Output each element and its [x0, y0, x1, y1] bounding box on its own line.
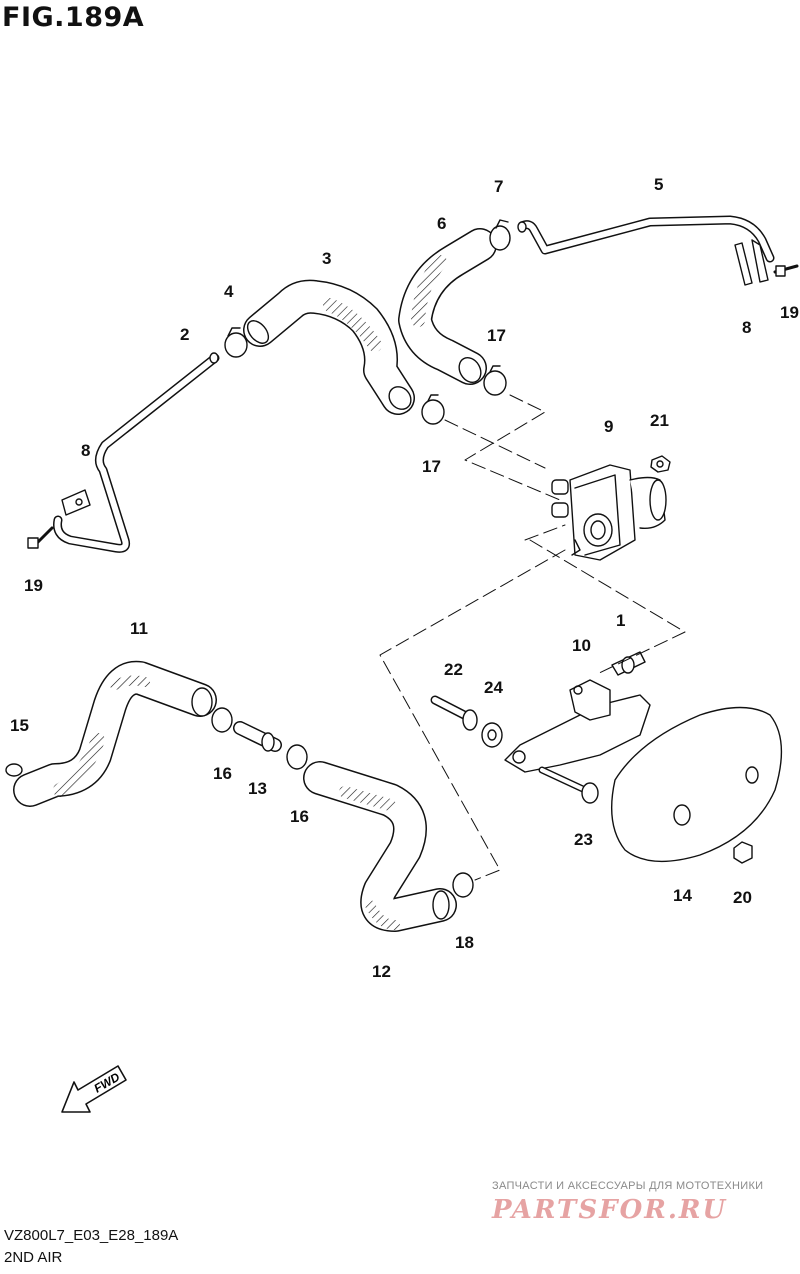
callout-13: 13 — [248, 779, 267, 798]
clamp-part-7 — [489, 219, 511, 251]
pipe-part-2 — [53, 352, 220, 553]
callout-22: 22 — [444, 660, 463, 679]
section-name: 2ND AIR — [4, 1249, 63, 1266]
callout-15: 15 — [10, 716, 29, 735]
callout-23: 23 — [574, 830, 593, 849]
leader-lines — [379, 394, 686, 881]
fwd-arrow-icon — [61, 1065, 127, 1113]
callout-17-upper: 17 — [487, 326, 506, 345]
callout-12: 12 — [372, 962, 391, 981]
model-code: VZ800L7_E03_E28_189A — [4, 1227, 179, 1244]
pipe-part-5 — [517, 215, 775, 286]
grommet-part-24 — [481, 722, 503, 748]
clamp-part-4 — [224, 327, 248, 358]
hose-part-6 — [398, 228, 497, 385]
callout-16-right: 16 — [290, 807, 309, 826]
callout-18: 18 — [455, 933, 474, 952]
hose-part-12 — [303, 761, 457, 932]
callout-11: 11 — [130, 619, 148, 638]
callout-labels: 1 2 3 4 5 6 7 8 8 9 10 11 12 13 14 15 16… — [10, 175, 799, 981]
bolt-part-19-right — [773, 264, 799, 277]
callout-20: 20 — [733, 888, 752, 907]
callout-3: 3 — [322, 249, 331, 268]
joint-part-13 — [233, 721, 282, 752]
bolt-part-22 — [430, 695, 478, 731]
callout-8-left: 8 — [81, 441, 90, 460]
clamp-part-16-right — [286, 744, 308, 770]
bolt-part-23 — [538, 766, 599, 804]
callout-2: 2 — [180, 325, 189, 344]
callout-14: 14 — [673, 886, 692, 905]
callout-16-left: 16 — [213, 764, 232, 783]
clip-part-15 — [5, 763, 23, 777]
callout-19-left: 19 — [24, 576, 43, 595]
clamp-part-17-upper — [483, 365, 507, 396]
sensor-part-1 — [611, 651, 646, 676]
callout-6: 6 — [437, 214, 446, 233]
hose-part-3 — [243, 279, 415, 415]
bolt-part-19-left — [27, 526, 54, 549]
clamp-part-18 — [452, 872, 474, 898]
callout-1: 1 — [616, 611, 625, 630]
callout-7: 7 — [494, 177, 503, 196]
callout-17-lower: 17 — [422, 457, 441, 476]
callout-5: 5 — [654, 175, 663, 194]
callout-21: 21 — [650, 411, 669, 430]
watermark-site: PARTSFOR.RU — [492, 1195, 728, 1225]
callout-24: 24 — [484, 678, 503, 697]
bracket-part-10 — [504, 679, 651, 773]
cover-part-14 — [610, 706, 783, 863]
clamp-part-16-left — [211, 707, 233, 733]
valve-part-9 — [551, 464, 667, 561]
watermark-tagline: ЗАПЧАСТИ И АКСЕССУАРЫ ДЛЯ МОТОТЕХНИКИ — [492, 1180, 764, 1192]
callout-4: 4 — [224, 282, 234, 301]
callout-9: 9 — [604, 417, 613, 436]
clamp-part-17-lower — [421, 394, 445, 425]
nut-part-20 — [733, 841, 753, 864]
callout-8-right: 8 — [742, 318, 751, 337]
hose-part-11 — [13, 660, 217, 807]
nut-part-21 — [650, 455, 671, 473]
figure-title: FIG.189A — [2, 2, 145, 33]
callout-10: 10 — [572, 636, 591, 655]
callout-19-right: 19 — [780, 303, 799, 322]
